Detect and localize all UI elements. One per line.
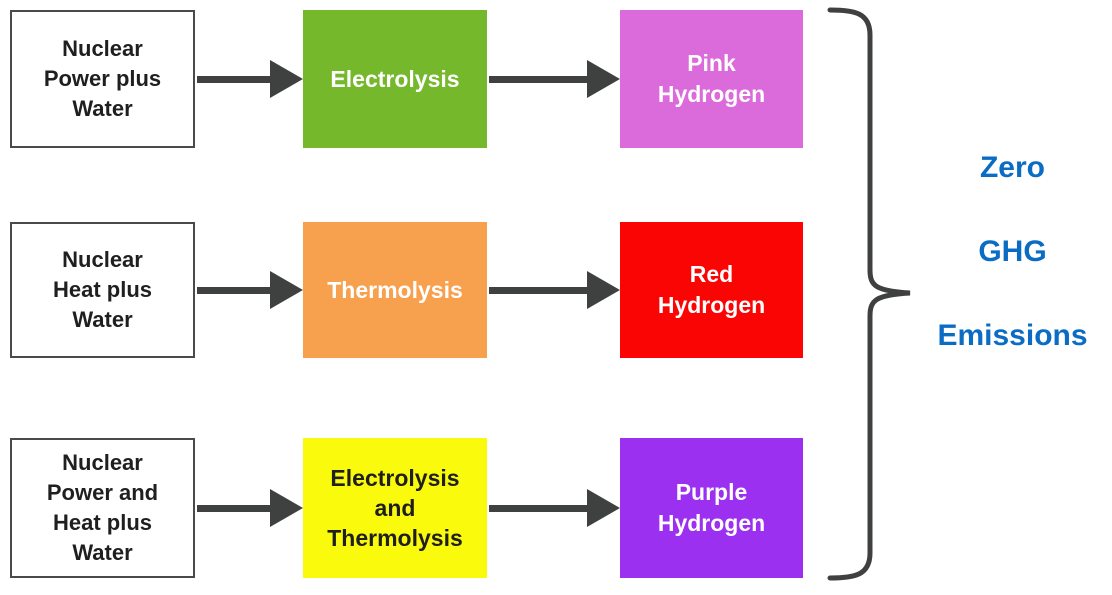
- box-label-line: Thermolysis: [327, 277, 463, 303]
- flow-arrow: [489, 489, 620, 527]
- arrow-head-icon: [270, 60, 303, 98]
- box-label: Purple Hydrogen: [658, 477, 765, 539]
- box-label: Thermolysis: [327, 275, 463, 305]
- box-label: Electrolysis: [330, 64, 459, 94]
- annotation-zero-ghg-emissions: Zero GHG Emissions: [915, 150, 1110, 402]
- output-box-red-hydrogen: Red Hydrogen: [620, 222, 803, 358]
- box-label-line: Power and: [46, 480, 159, 505]
- process-box-electrolysis: Electrolysis: [303, 10, 487, 148]
- box-label-line: Pink: [687, 50, 736, 76]
- flow-arrow: [489, 271, 620, 309]
- box-label-line: Electrolysis: [330, 66, 460, 92]
- arrow-head-icon: [270, 489, 303, 527]
- box-label: Nuclear Heat plus Water: [53, 245, 152, 335]
- box-label-line: Water: [72, 540, 133, 565]
- curly-brace-path: [827, 7, 911, 581]
- arrow-head-icon: [270, 271, 303, 309]
- box-label-line: Nuclear: [62, 36, 143, 61]
- arrow-head-icon: [587, 60, 620, 98]
- arrow-shaft: [489, 75, 587, 83]
- box-label-line: Water: [72, 307, 133, 332]
- box-label-line: Hydrogen: [657, 81, 766, 107]
- process-box-electrolysis-and-thermolysis: Electrolysis and Thermolysis: [303, 438, 487, 578]
- input-box-nuclear-power-and-heat-plus-water: Nuclear Power and Heat plus Water: [10, 438, 195, 578]
- box-label-line: Heat plus: [52, 277, 153, 302]
- arrow-head-icon: [587, 489, 620, 527]
- arrow-shaft: [197, 286, 270, 294]
- flow-arrow: [197, 271, 303, 309]
- annotation-line: Zero: [979, 151, 1045, 184]
- box-label-line: Hydrogen: [657, 292, 766, 318]
- arrow-shaft: [197, 75, 270, 83]
- box-label-line: Electrolysis: [330, 465, 460, 491]
- arrow-shaft: [489, 504, 587, 512]
- flow-arrow: [197, 60, 303, 98]
- arrow-shaft: [489, 286, 587, 294]
- output-box-purple-hydrogen: Purple Hydrogen: [620, 438, 803, 578]
- box-label-line: Thermolysis: [327, 525, 463, 551]
- flow-arrow: [489, 60, 620, 98]
- box-label-line: Purple: [675, 479, 748, 505]
- annotation-line: Emissions: [937, 319, 1088, 352]
- input-box-nuclear-heat-plus-water: Nuclear Heat plus Water: [10, 222, 195, 358]
- box-label: Pink Hydrogen: [658, 48, 765, 110]
- box-label-line: Heat plus: [52, 510, 153, 535]
- box-label-line: Nuclear: [62, 450, 143, 475]
- box-label-line: Nuclear: [62, 247, 143, 272]
- process-box-thermolysis: Thermolysis: [303, 222, 487, 358]
- box-label: Nuclear Power plus Water: [44, 34, 161, 124]
- arrow-shaft: [197, 504, 270, 512]
- box-label-line: Red: [689, 261, 734, 287]
- box-label-line: Water: [72, 96, 133, 121]
- annotation-line: GHG: [978, 235, 1047, 268]
- box-label-line: Hydrogen: [657, 510, 766, 536]
- curly-brace: [827, 7, 911, 581]
- output-box-pink-hydrogen: Pink Hydrogen: [620, 10, 803, 148]
- box-label-line: Power plus: [43, 66, 162, 91]
- box-label-line: and: [374, 495, 416, 521]
- box-label: Red Hydrogen: [658, 259, 765, 321]
- arrow-head-icon: [587, 271, 620, 309]
- input-box-nuclear-power-plus-water: Nuclear Power plus Water: [10, 10, 195, 148]
- box-label: Electrolysis and Thermolysis: [327, 463, 463, 553]
- flow-arrow: [197, 489, 303, 527]
- box-label: Nuclear Power and Heat plus Water: [47, 448, 158, 568]
